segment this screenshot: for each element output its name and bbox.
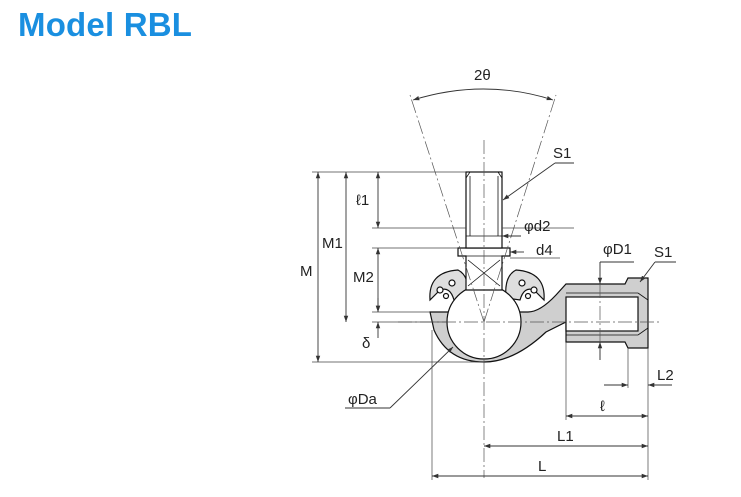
label-s1-top: S1: [553, 145, 571, 162]
angle-arc: [412, 88, 554, 101]
seal-left: [429, 269, 469, 302]
label-delta: δ: [362, 335, 370, 352]
label-l1: ℓ1: [356, 192, 369, 209]
label-m2: M2: [353, 269, 374, 286]
label-l-big: L: [538, 458, 546, 475]
label-phi-d2: φd2: [524, 218, 550, 235]
center-lines: [398, 94, 662, 478]
extension-lines-left: [312, 171, 484, 363]
label-l2: L2: [657, 367, 674, 384]
page-title: Model RBL: [18, 6, 193, 43]
label-m: M: [300, 263, 313, 280]
label-phi-da: φDa: [348, 391, 378, 408]
label-phi-d1: φD1: [603, 241, 632, 258]
label-d4: d4: [536, 242, 553, 259]
seal-right: [505, 269, 545, 302]
label-l1-big: L1: [557, 428, 574, 445]
label-angle: 2θ: [474, 67, 491, 84]
extension-lines-bottom: [431, 330, 649, 480]
label-l-small: ℓ: [600, 398, 605, 415]
label-s1-right: S1: [654, 244, 672, 261]
label-m1: M1: [322, 235, 343, 252]
